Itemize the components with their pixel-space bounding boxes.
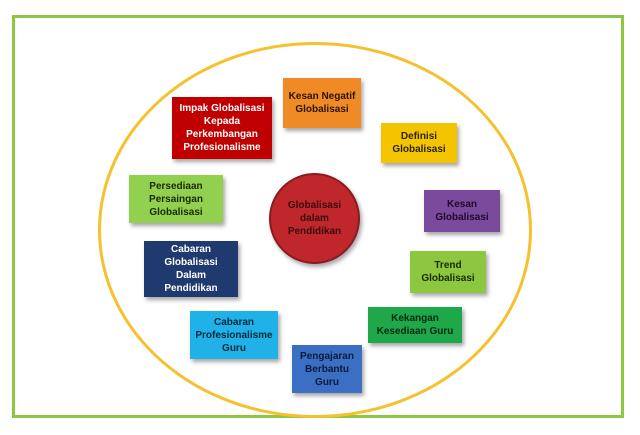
node-kesan-negatif: Kesan Negatif Globalisasi: [283, 78, 361, 128]
node-pengajaran: Pengajaran Berbantu Guru: [292, 345, 362, 393]
node-label: Cabaran Profesionalisme Guru: [195, 316, 273, 354]
node-label: Kesan Globalisasi: [435, 199, 489, 223]
center-node: Globalisasi dalam Pendidikan: [269, 173, 360, 264]
center-label: Globalisasi dalam Pendidikan: [287, 200, 342, 237]
node-label: Kekangan Kesediaan Guru: [376, 313, 454, 337]
node-label: Pengajaran Berbantu Guru: [300, 350, 354, 388]
node-label: Impak Globalisasi Kepada Perkembangan Pr…: [179, 103, 265, 153]
node-trend: Trend Globalisasi: [410, 251, 486, 293]
node-cabaran-profesionalisme: Cabaran Profesionalisme Guru: [190, 311, 278, 359]
node-kesan: Kesan Globalisasi: [424, 190, 500, 232]
node-label: Cabaran Globalisasi Dalam Pendidikan: [164, 244, 218, 294]
node-label: Trend Globalisasi: [421, 260, 475, 284]
node-cabaran-globalisasi: Cabaran Globalisasi Dalam Pendidikan: [144, 241, 238, 297]
outer-circle: [98, 42, 532, 418]
node-impak: Impak Globalisasi Kepada Perkembangan Pr…: [172, 97, 272, 159]
node-persediaan: Persediaan Persaingan Globalisasi: [129, 175, 223, 223]
node-label: Kesan Negatif Globalisasi: [288, 91, 356, 115]
node-kekangan: Kekangan Kesediaan Guru: [368, 307, 462, 343]
node-label: Definisi Globalisasi: [392, 131, 446, 155]
node-label: Persediaan Persaingan Globalisasi: [149, 180, 203, 218]
node-definisi: Definisi Globalisasi: [381, 123, 457, 163]
